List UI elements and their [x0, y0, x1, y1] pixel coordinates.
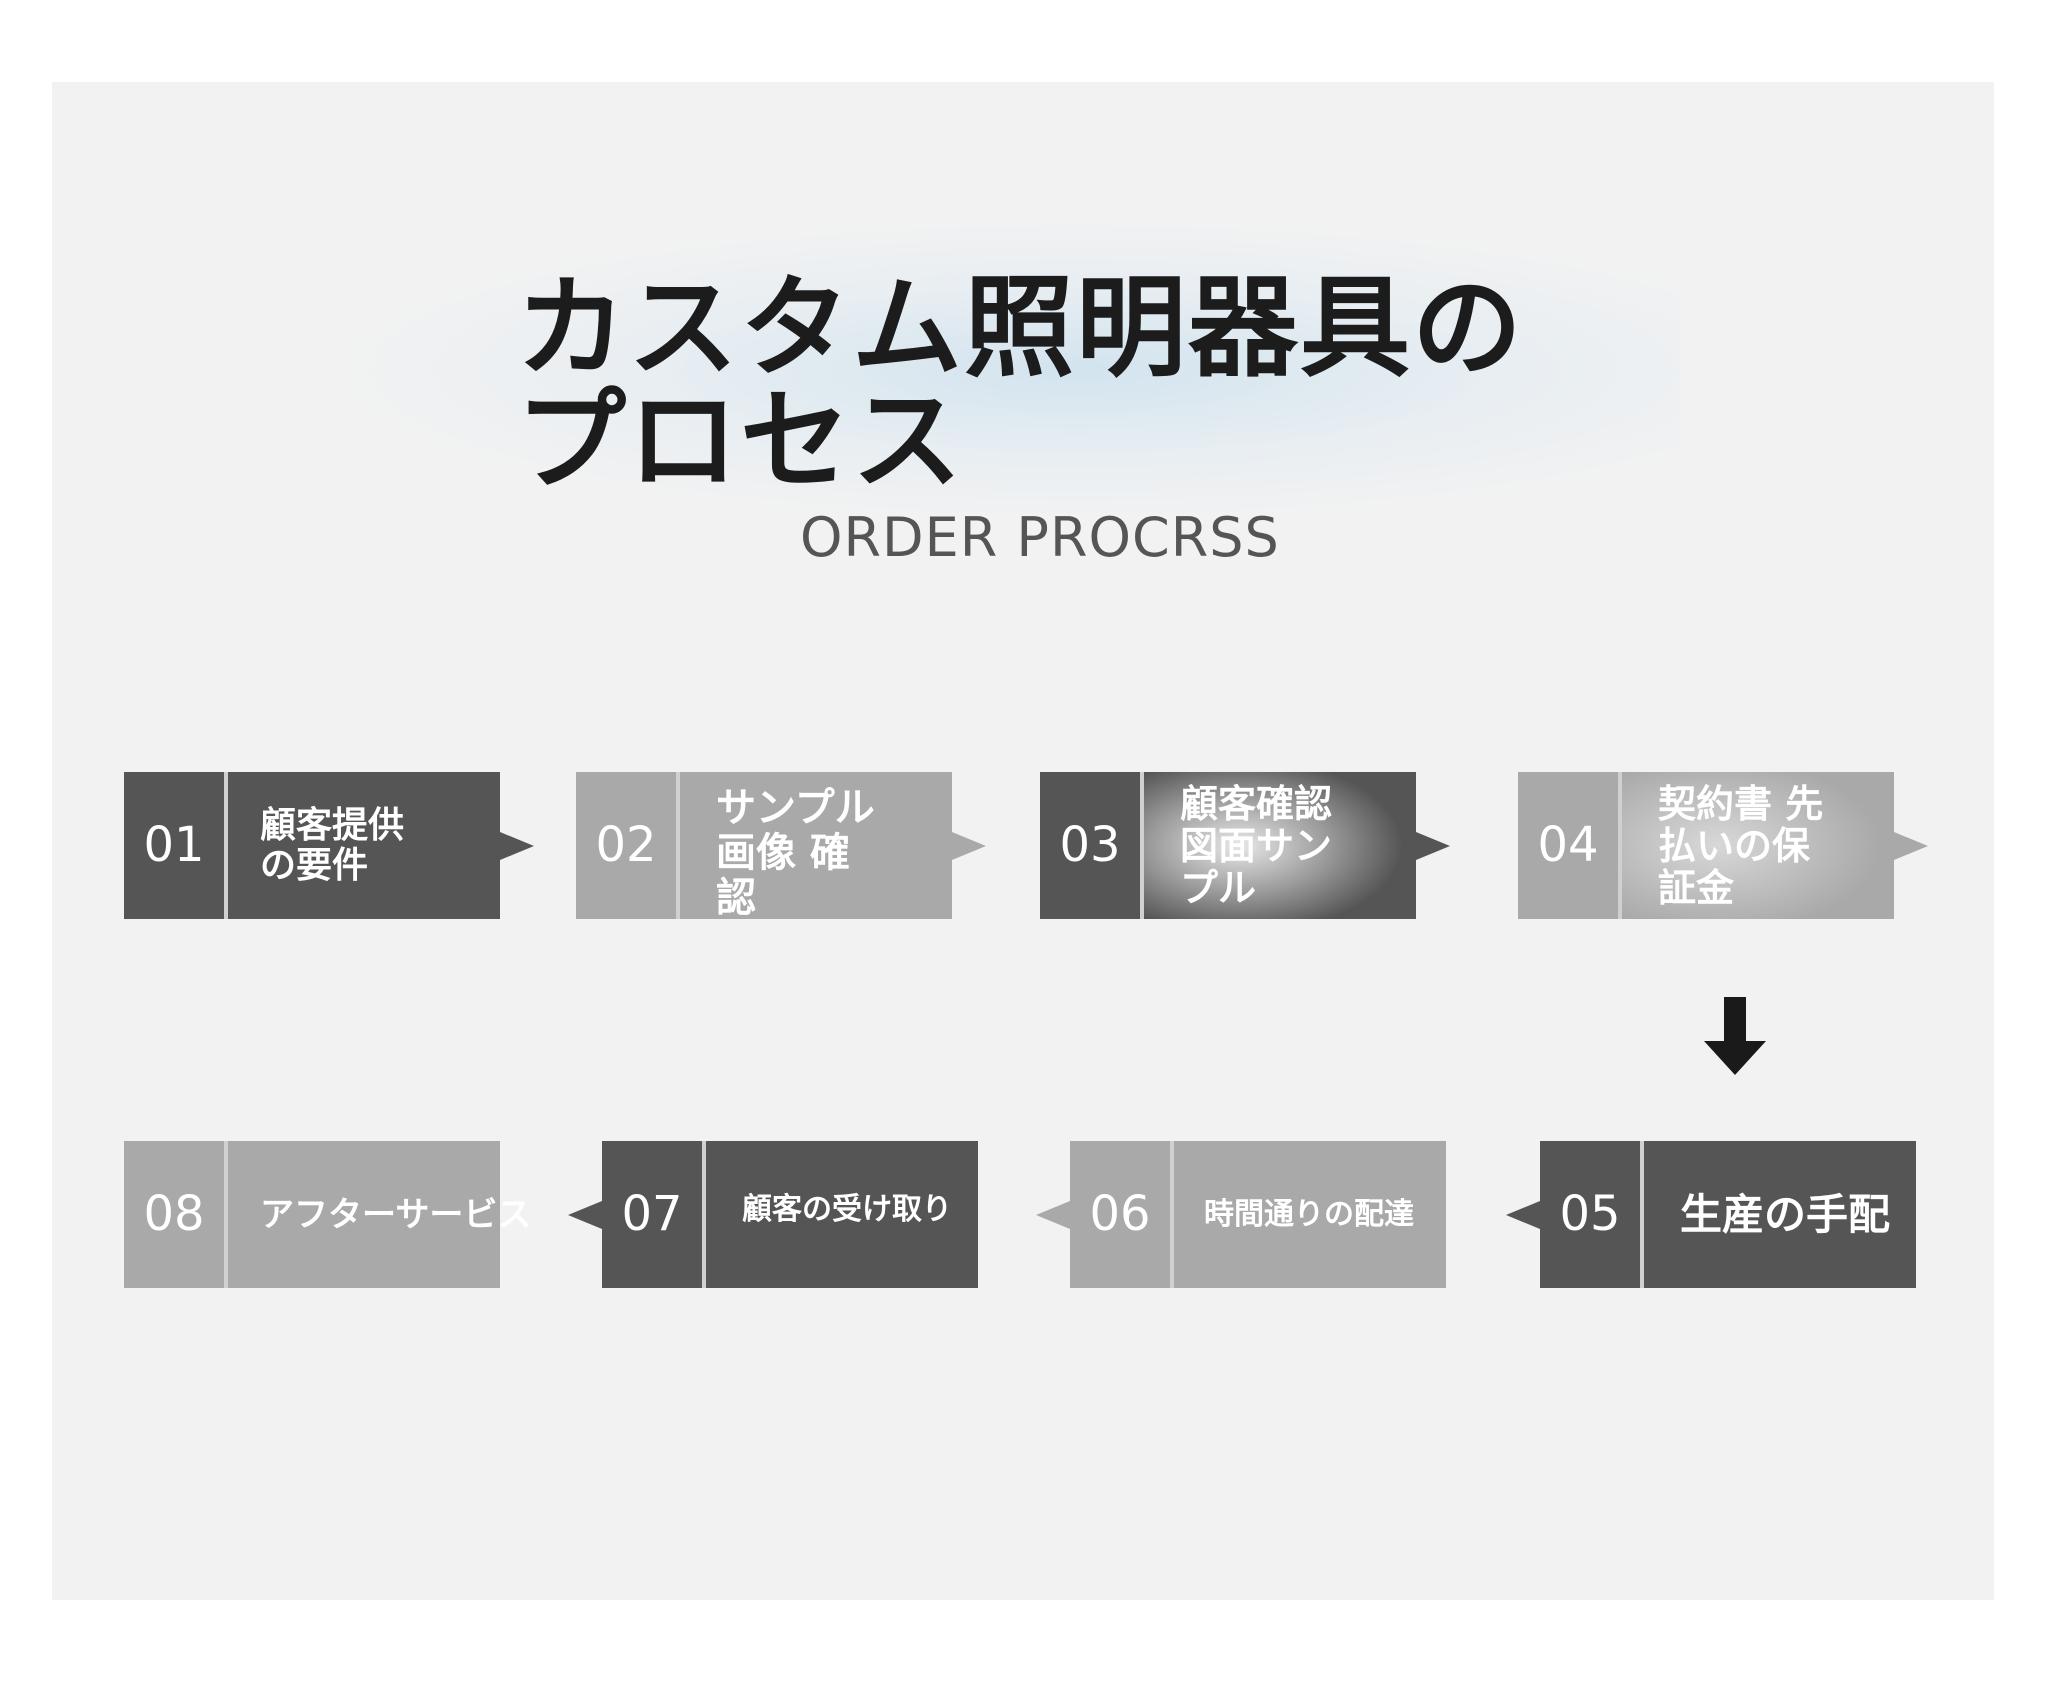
step-06-shape [1036, 1141, 1446, 1288]
step-01: 01 顧客提供 の要件 [124, 772, 536, 919]
step-08: 08 アフターサービス [124, 1141, 536, 1288]
step-07-number: 07 [621, 1186, 683, 1242]
arrow-down-icon [1704, 997, 1766, 1075]
step-06-number: 06 [1089, 1186, 1151, 1242]
step-02-label: サンプル 画像 確 認 [716, 785, 875, 920]
step-05-shape [1506, 1141, 1916, 1288]
step-07: 07 顧客の受け取り [566, 1141, 978, 1288]
step-07-label: 顧客の受け取り [742, 1191, 952, 1227]
step-02-shape [576, 772, 986, 919]
step-08-number: 08 [143, 1186, 205, 1242]
step-02-number: 02 [595, 817, 657, 873]
step-08-shape [124, 1141, 500, 1288]
step-07-shape [568, 1141, 978, 1288]
step-01-number: 01 [143, 817, 205, 873]
step-06-label: 時間通りの配達 [1204, 1196, 1414, 1232]
step-04-label: 契約書 先 払いの保 証金 [1658, 781, 1824, 910]
step-01-label: 顧客提供 の要件 [260, 804, 405, 886]
step-03-shape [1040, 772, 1450, 919]
step-03-label: 顧客確認 図面サン プル [1180, 781, 1333, 910]
step-05: 05 生産の手配 [1504, 1141, 1916, 1288]
page-title: カスタム照明器具の プロセス [516, 264, 1524, 505]
page-subtitle: ORDER PROCRSS [800, 506, 1280, 569]
step-01-shape [124, 772, 534, 919]
step-04-shape [1518, 772, 1928, 919]
step-02: 02 サンプル 画像 確 認 [576, 772, 988, 919]
step-04-number: 04 [1537, 817, 1599, 873]
step-03: 03 顧客確認 図面サン プル [1040, 772, 1452, 919]
step-05-number: 05 [1559, 1186, 1621, 1242]
step-05-label: 生産の手配 [1680, 1189, 1891, 1239]
step-04: 04 契約書 先 払いの保 証金 [1518, 772, 1930, 919]
title-glow [340, 220, 1680, 520]
step-08-label: アフターサービス [260, 1194, 532, 1235]
step-06: 06 時間通りの配達 [1034, 1141, 1446, 1288]
step-03-number: 03 [1059, 817, 1121, 873]
